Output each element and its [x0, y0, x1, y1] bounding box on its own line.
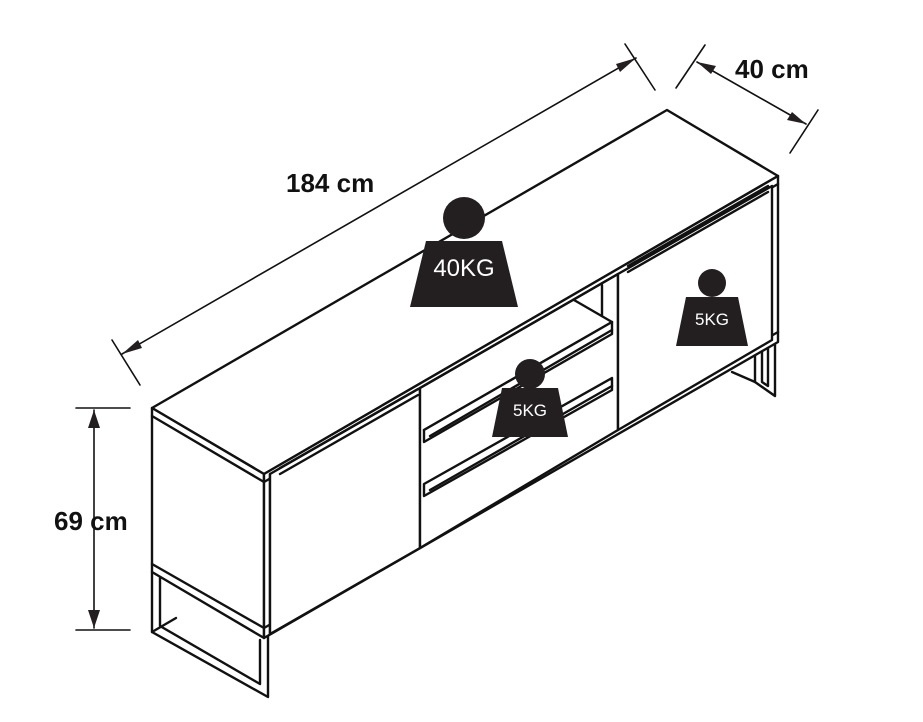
height-dimension: 69 cm	[54, 407, 131, 631]
depth-label: 40 cm	[735, 54, 809, 84]
height-arrowhead-top	[88, 410, 100, 428]
depth-arrowhead-right	[787, 112, 806, 124]
depth-arrow-line	[696, 61, 807, 125]
width-arrow-line	[121, 57, 637, 355]
frame-right-base-bar	[730, 370, 757, 384]
weight-top-body	[410, 241, 518, 307]
frame-left-back-bar	[150, 616, 178, 634]
shelf-top-edge	[418, 272, 620, 390]
depth-dimension: 40 cm	[675, 44, 819, 154]
width-dimension: 184 cm	[111, 43, 656, 386]
frame-right-outer	[753, 338, 777, 398]
weight-cabinet-knob	[698, 269, 726, 297]
weight-icon-top: 40KG	[410, 197, 518, 307]
weight-cabinet-body	[676, 297, 748, 346]
metal-frame	[150, 338, 777, 699]
weight-top-knob	[443, 197, 485, 239]
depth-arrowhead-left	[697, 62, 716, 74]
height-arrowhead-bottom	[88, 610, 100, 628]
width-arrowhead-left	[122, 340, 142, 354]
depth-extension-left	[675, 44, 706, 89]
frame-right-inner	[760, 342, 770, 388]
right-door-handle-top	[626, 184, 770, 268]
width-extension-left	[111, 339, 141, 386]
left-door-handle-top	[278, 387, 420, 470]
weight-icon-shelf: 5KG	[492, 359, 568, 437]
weight-top-label: 40KG	[433, 255, 494, 282]
base-edge-line-side	[150, 562, 266, 630]
cabinet	[150, 108, 780, 640]
weight-shelf-label: 5KG	[513, 401, 547, 420]
right-door-handle	[626, 190, 770, 274]
width-label: 184 cm	[286, 168, 374, 198]
width-arrowhead-right	[616, 58, 636, 72]
weight-cabinet-label: 5KG	[695, 310, 729, 329]
weight-shelf-knob	[515, 359, 545, 389]
depth-extension-right	[789, 109, 819, 154]
frame-left-outer	[150, 570, 270, 699]
top-edge-line-side	[150, 414, 266, 484]
left-door-handle	[278, 393, 420, 476]
weight-icon-cabinet: 5KG	[676, 269, 748, 346]
width-extension-right	[624, 43, 656, 91]
drawer-lower-handle	[428, 384, 614, 492]
frame-left-inner	[158, 576, 262, 686]
height-label: 69 cm	[54, 506, 128, 536]
weight-shelf-body	[492, 388, 568, 437]
